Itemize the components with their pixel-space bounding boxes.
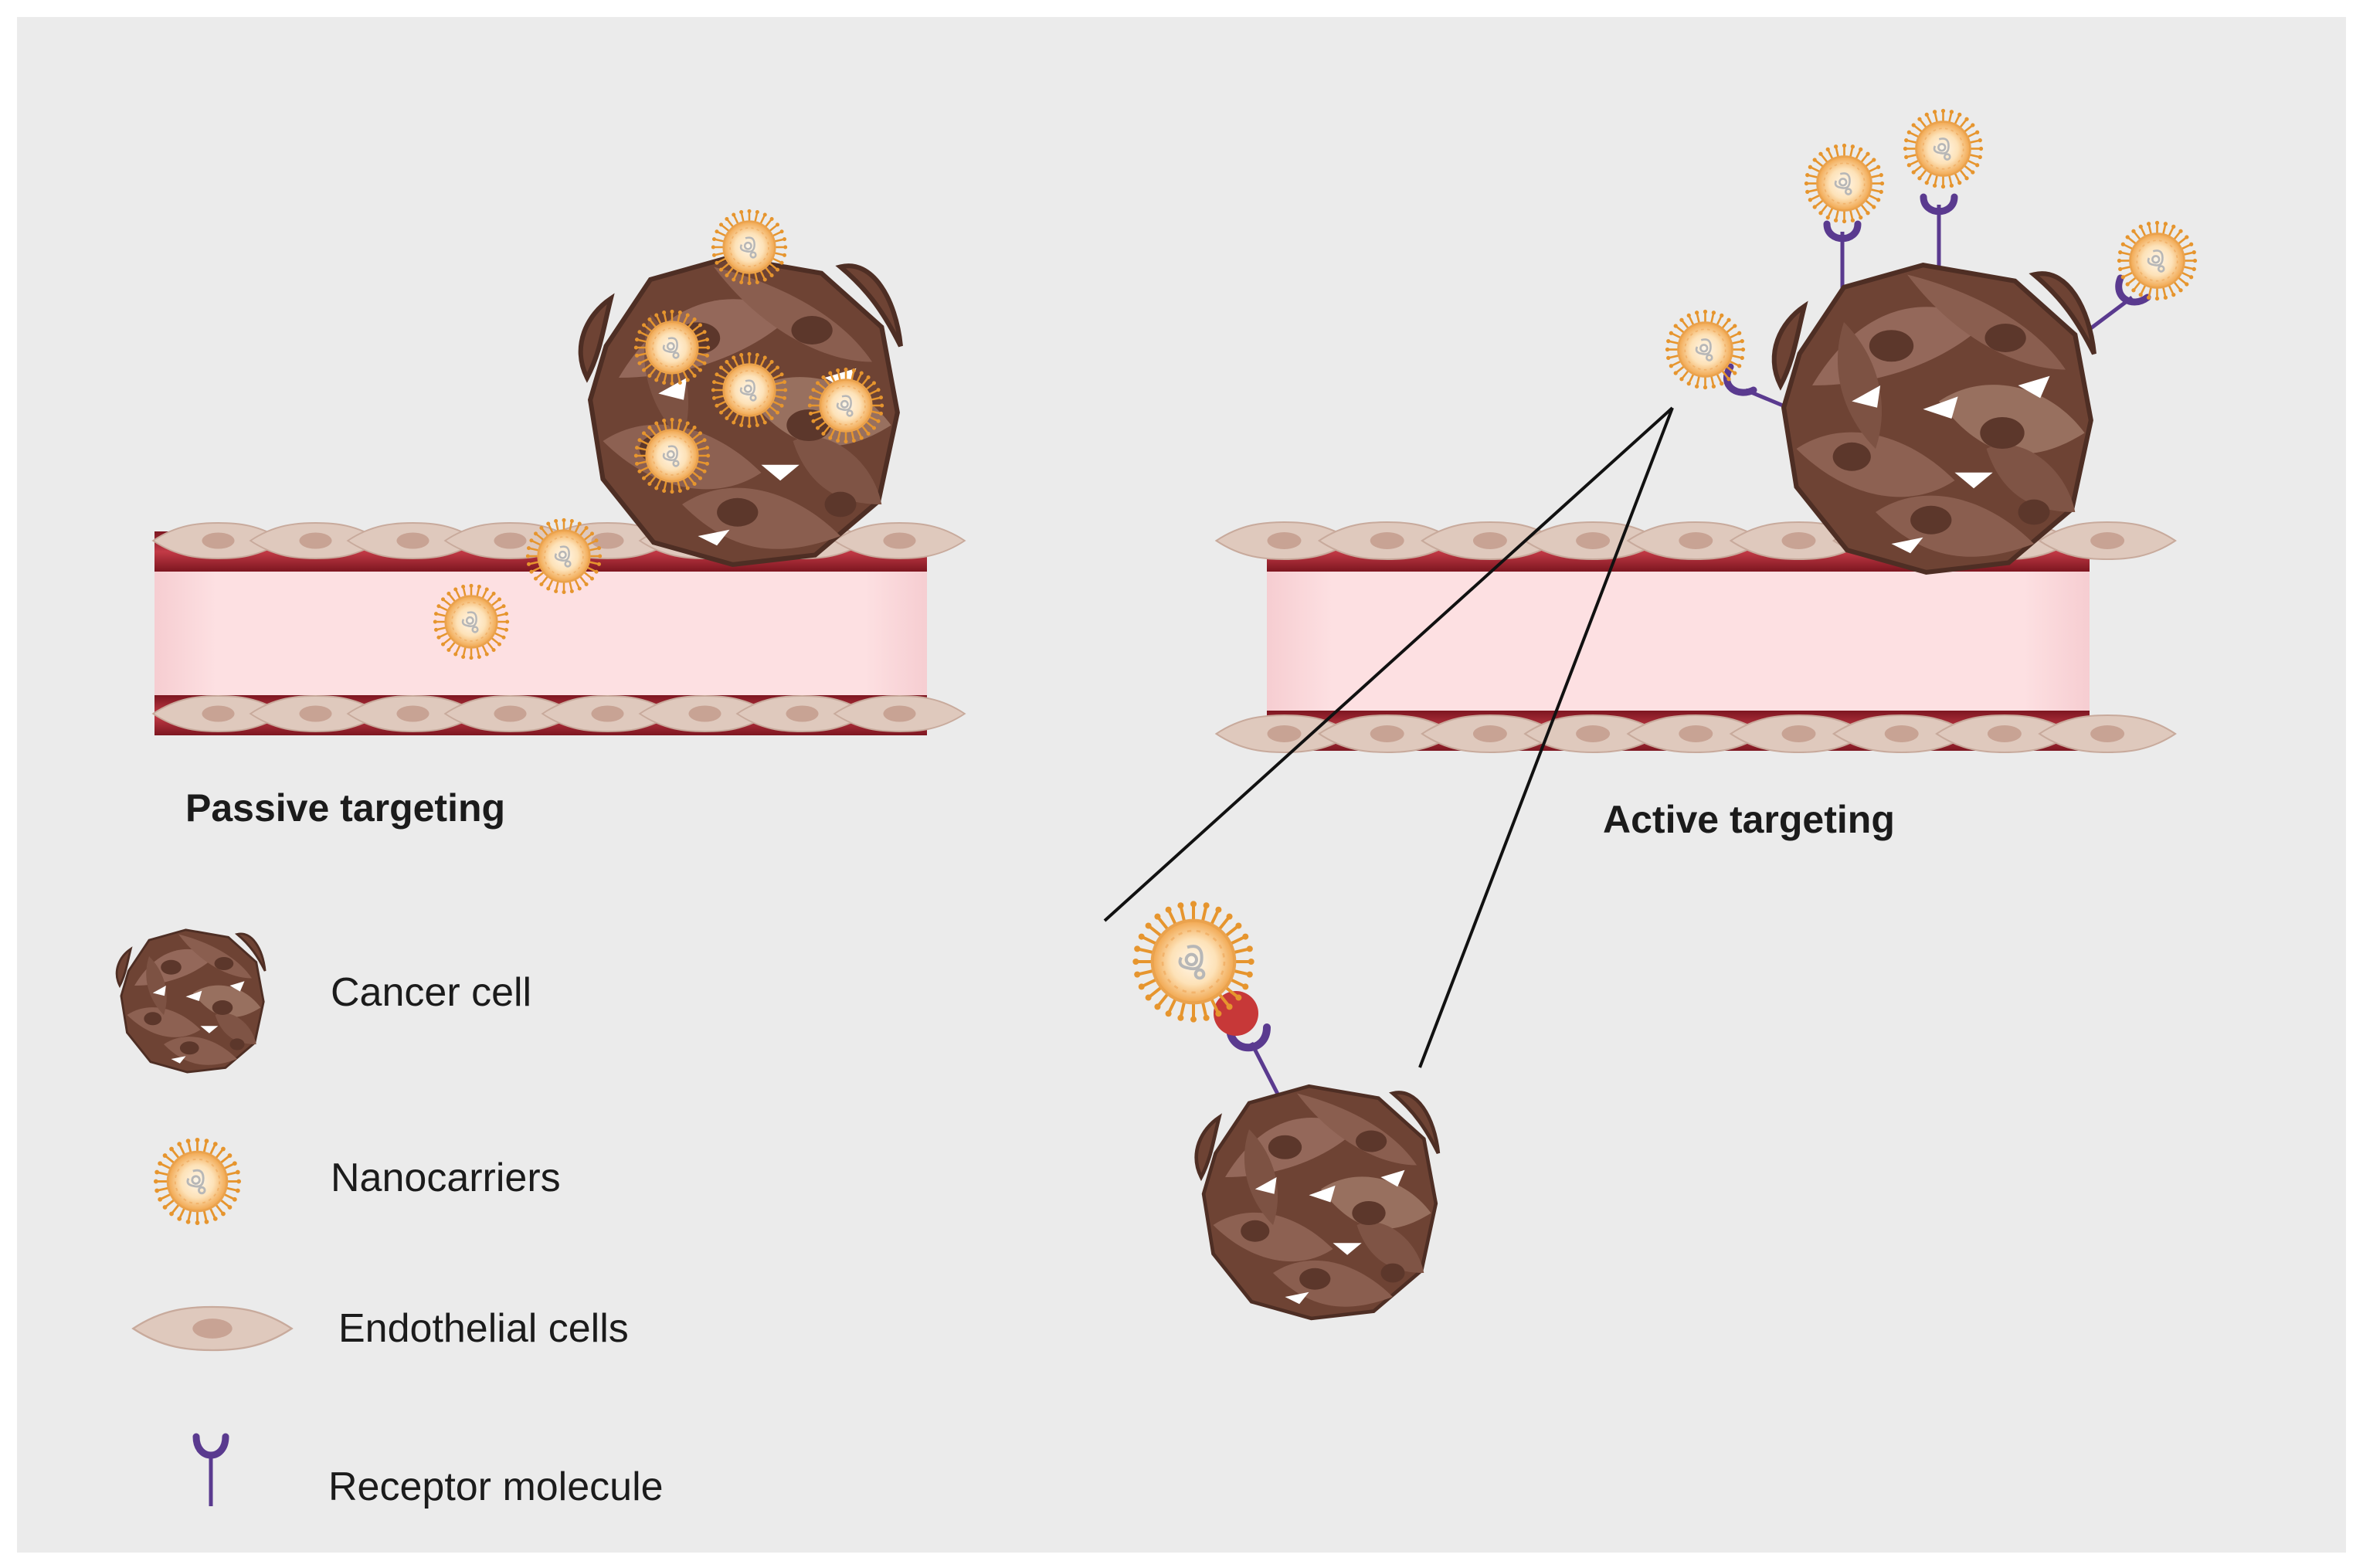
legend-label: Cancer cell: [331, 970, 531, 1015]
receptor-icon: [192, 1433, 229, 1506]
legend-item-cancer: Cancer cell: [115, 928, 531, 1074]
active-title: Active targeting: [1603, 798, 1895, 841]
legend: Cancer cell Nanocarriers Endothelial cel…: [115, 928, 664, 1509]
legend-item-nanocarrier: Nanocarriers: [152, 1136, 561, 1227]
zoom-detail: [1131, 899, 1438, 1319]
active-endothelial-bottom: [1215, 714, 2177, 754]
legend-item-endothelial: Endothelial cells: [132, 1305, 629, 1352]
zoom-line: [1103, 406, 1674, 922]
legend-item-receptor: Receptor molecule: [192, 1433, 664, 1509]
active-blood-vessel: [1215, 521, 2177, 754]
zoom-line: [1418, 407, 1674, 1068]
legend-label: Endothelial cells: [338, 1306, 629, 1351]
legend-label: Nanocarriers: [331, 1156, 561, 1200]
legend-label: Receptor molecule: [328, 1464, 664, 1509]
active-panel: Active targeting: [1103, 107, 2198, 1319]
passive-panel: Passive targeting: [152, 208, 966, 830]
passive-title: Passive targeting: [185, 786, 505, 830]
